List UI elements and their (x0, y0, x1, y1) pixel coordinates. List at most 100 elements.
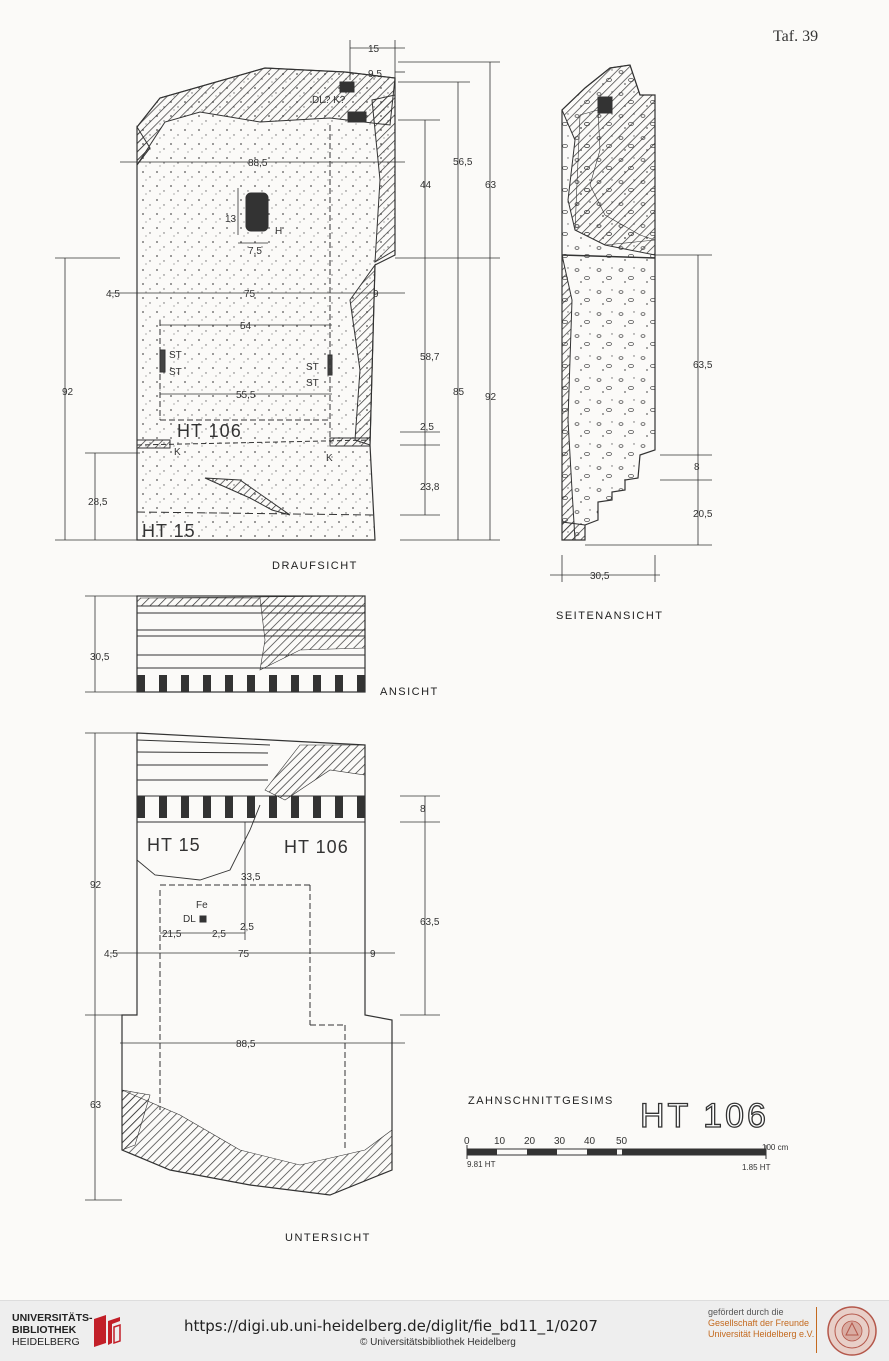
dim-92-left: 92 (62, 387, 74, 398)
scale-tick-50: 50 (616, 1136, 628, 1147)
scale-right-note: 1.85 HT (742, 1163, 771, 1172)
sponsor-line-2: Universität Heidelberg e.V. (708, 1329, 815, 1339)
object-id: HT 106 (640, 1097, 769, 1135)
top-view-markers: DL? K? H ST ST ST ST K K HT 106 HT 15 (142, 95, 346, 541)
front-view-dentils (137, 675, 365, 692)
plate-number: Taf. 39 (773, 28, 818, 45)
bottom-fragment-label-ht15: HT 15 (147, 835, 201, 855)
dim-4-5: 4,5 (106, 289, 120, 300)
library-line-3: HEIDELBERG (12, 1336, 80, 1348)
dentil-tooth (357, 675, 365, 692)
top-view-drawing (136, 67, 396, 541)
marker-dl: DL (183, 914, 196, 925)
dim-21-5: 21,5 (162, 929, 182, 940)
dentil-tooth (269, 796, 277, 818)
dentil-tooth (291, 675, 299, 692)
marker-fe: Fe (196, 900, 208, 911)
university-seal-icon (827, 1306, 877, 1356)
scale-tick-100: 100 cm (762, 1143, 789, 1152)
dim-28-5: 28,5 (88, 497, 108, 508)
dim-13: 13 (225, 214, 237, 225)
view-label-seitenansicht: SEITENANSICHT (556, 610, 664, 622)
scale-tick-30: 30 (554, 1136, 566, 1147)
scale-tick-40: 40 (584, 1136, 596, 1147)
marker-k-2: K (326, 453, 333, 464)
dim-63: 63 (485, 180, 497, 191)
dim-92-right: 92 (485, 392, 497, 403)
dentil-tooth (137, 796, 145, 818)
dim-9-5: 9,5 (368, 69, 382, 80)
dentil-tooth (225, 675, 233, 692)
dim-63-5-side: 63,5 (693, 360, 713, 371)
dim-2-5-vertical: 2,5 (240, 922, 254, 933)
footer-bar: UNIVERSITÄTS- BIBLIOTHEK HEIDELBERG http… (0, 1300, 889, 1361)
dentil-tooth (203, 675, 211, 692)
dim-85: 85 (453, 387, 465, 398)
dentil-tooth (181, 796, 189, 818)
library-logo-icon (94, 1315, 121, 1347)
dim-63-bottom: 63 (90, 1100, 102, 1111)
dentil-tooth (159, 675, 167, 692)
dim-75-bottom: 75 (238, 949, 250, 960)
dim-2-5: 2,5 (420, 422, 434, 433)
bottom-view-dentils (137, 796, 365, 818)
bottom-view-dimension-lines (85, 732, 440, 1201)
copyright-notice: © Universitätsbibliothek Heidelberg (360, 1337, 516, 1348)
dim-15: 15 (368, 44, 380, 55)
dentil-tooth (247, 796, 255, 818)
dim-88-5: 88,5 (248, 158, 268, 169)
dentil-tooth (335, 796, 343, 818)
sponsor-intro: gefördert durch die (708, 1307, 784, 1317)
library-name: UNIVERSITÄTS- BIBLIOTHEK HEIDELBERG (12, 1312, 93, 1348)
dim-30-5-side: 30,5 (590, 571, 610, 582)
dentil-tooth (159, 796, 167, 818)
scale-tick-20: 20 (524, 1136, 536, 1147)
dentil-tooth (203, 796, 211, 818)
dim-75: 75 (244, 289, 256, 300)
top-view-dimension-values: 15 9,5 88,5 13 7,5 4,5 75 9 54 55,5 92 2… (62, 44, 497, 508)
dim-20-5: 20,5 (693, 509, 713, 520)
dim-8-bottom: 8 (420, 804, 426, 815)
scale-left-note: 9.81 HT (467, 1160, 496, 1169)
dim-8-side: 8 (694, 462, 700, 473)
dentil-tooth (181, 675, 189, 692)
bottom-view-drawing (121, 732, 393, 1196)
marker-k-1: K (174, 447, 181, 458)
library-line-1: UNIVERSITÄTS- (12, 1312, 93, 1324)
bottom-fragment-label-ht106: HT 106 (284, 837, 349, 857)
dim-7-5: 7,5 (248, 246, 262, 257)
document-url-link[interactable]: https://digi.ub.uni-heidelberg.de/diglit… (184, 1317, 598, 1335)
dim-9: 9 (373, 289, 379, 300)
top-view-dimension-lines (55, 40, 500, 541)
scale-tick-10: 10 (494, 1136, 506, 1147)
dim-54: 54 (240, 321, 252, 332)
dim-56-5: 56,5 (453, 157, 473, 168)
dentil-tooth (269, 675, 277, 692)
dim-63-5-bottom: 63,5 (420, 917, 440, 928)
plate-page: Taf. 39 (55, 28, 819, 1244)
side-view-drawing (561, 64, 656, 541)
library-line-2: BIBLIOTHEK (12, 1324, 77, 1336)
dentil-tooth (357, 796, 365, 818)
dim-58-7: 58,7 (420, 352, 440, 363)
dentil-tooth (313, 796, 321, 818)
dentil-tooth (137, 675, 145, 692)
marker-st-3: ST (306, 362, 319, 373)
dim-23-8: 23,8 (420, 482, 440, 493)
marker-st-4: ST (306, 378, 319, 389)
dentil-tooth (225, 796, 233, 818)
view-label-untersicht: UNTERSICHT (285, 1232, 371, 1244)
dim-9-bottom: 9 (370, 949, 376, 960)
scale-bar: 0 10 20 30 40 50 100 cm 9.81 HT 1.85 HT (464, 1136, 789, 1172)
dim-30-5-front: 30,5 (90, 652, 110, 663)
side-view-dimension-lines (550, 254, 712, 582)
sponsor-line-1: Gesellschaft der Freunde (708, 1318, 810, 1328)
fragment-label-ht106: HT 106 (177, 421, 242, 441)
dentil-tooth (313, 675, 321, 692)
view-label-draufsicht: DRAUFSICHT (272, 560, 358, 572)
dentil-tooth (291, 796, 299, 818)
dim-2-5-horizontal: 2,5 (212, 929, 226, 940)
dim-44: 44 (420, 180, 432, 191)
dentil-tooth (247, 675, 255, 692)
marker-dl-k: DL? K? (312, 95, 346, 106)
